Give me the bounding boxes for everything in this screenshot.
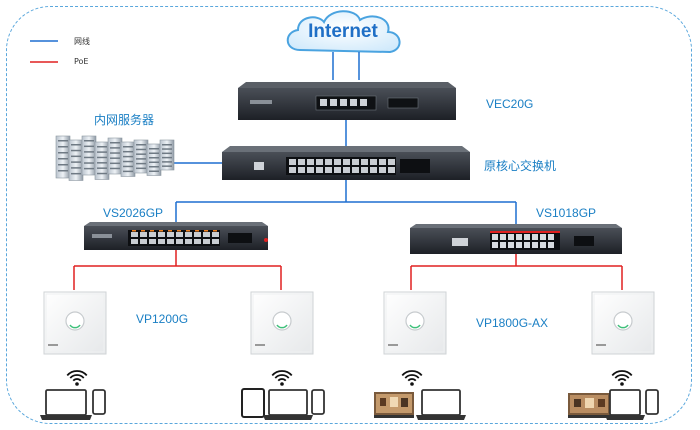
laptop-icon [605, 389, 645, 420]
wifi-icon [611, 370, 633, 386]
phone-icon [645, 389, 659, 415]
meeting-room-display-icon [568, 393, 610, 418]
switch-vs2026gp-icon [84, 222, 268, 250]
access-point-icon [43, 291, 107, 355]
core-switch-icon [222, 146, 470, 180]
gateway-label: VEC20G [486, 97, 534, 111]
ap-right-label: VP1800G-AX [476, 316, 549, 330]
poe-cable-lines [73, 250, 623, 290]
phone-icon [311, 389, 325, 415]
legend-poe-label: PoE [74, 57, 89, 66]
access-point-icon [250, 291, 314, 355]
laptop-icon [416, 389, 466, 420]
client-devices-group [40, 388, 659, 420]
phone-icon [92, 389, 106, 415]
ap-left-label: VP1200G [136, 312, 189, 326]
server-label: 内网服务器 [94, 113, 155, 127]
legend-network-label: 网线 [74, 37, 90, 46]
wifi-icon [401, 370, 423, 386]
gateway-device-icon [238, 82, 456, 120]
access-point-icon [591, 291, 655, 355]
access-point-group [43, 291, 655, 355]
laptop-icon [263, 389, 313, 420]
network-cable-lines [173, 52, 517, 225]
core-switch-label: 原核心交换机 [484, 159, 557, 173]
wifi-icon [271, 370, 293, 386]
tablet-icon [241, 388, 265, 418]
meeting-room-display-icon [374, 392, 414, 418]
internet-label: Internet [308, 21, 378, 42]
intranet-server-icon [55, 135, 175, 181]
laptop-icon [40, 389, 92, 420]
access-point-icon [383, 291, 447, 355]
wifi-icon [66, 370, 88, 386]
switch-right-label: VS1018GP [536, 206, 597, 220]
dashed-rounded-frame [6, 6, 692, 424]
switch-left-label: VS2026GP [103, 206, 164, 220]
switch-vs1018gp-icon [410, 224, 622, 254]
wifi-signal-group [66, 370, 633, 386]
internet-cloud-icon [286, 10, 401, 54]
